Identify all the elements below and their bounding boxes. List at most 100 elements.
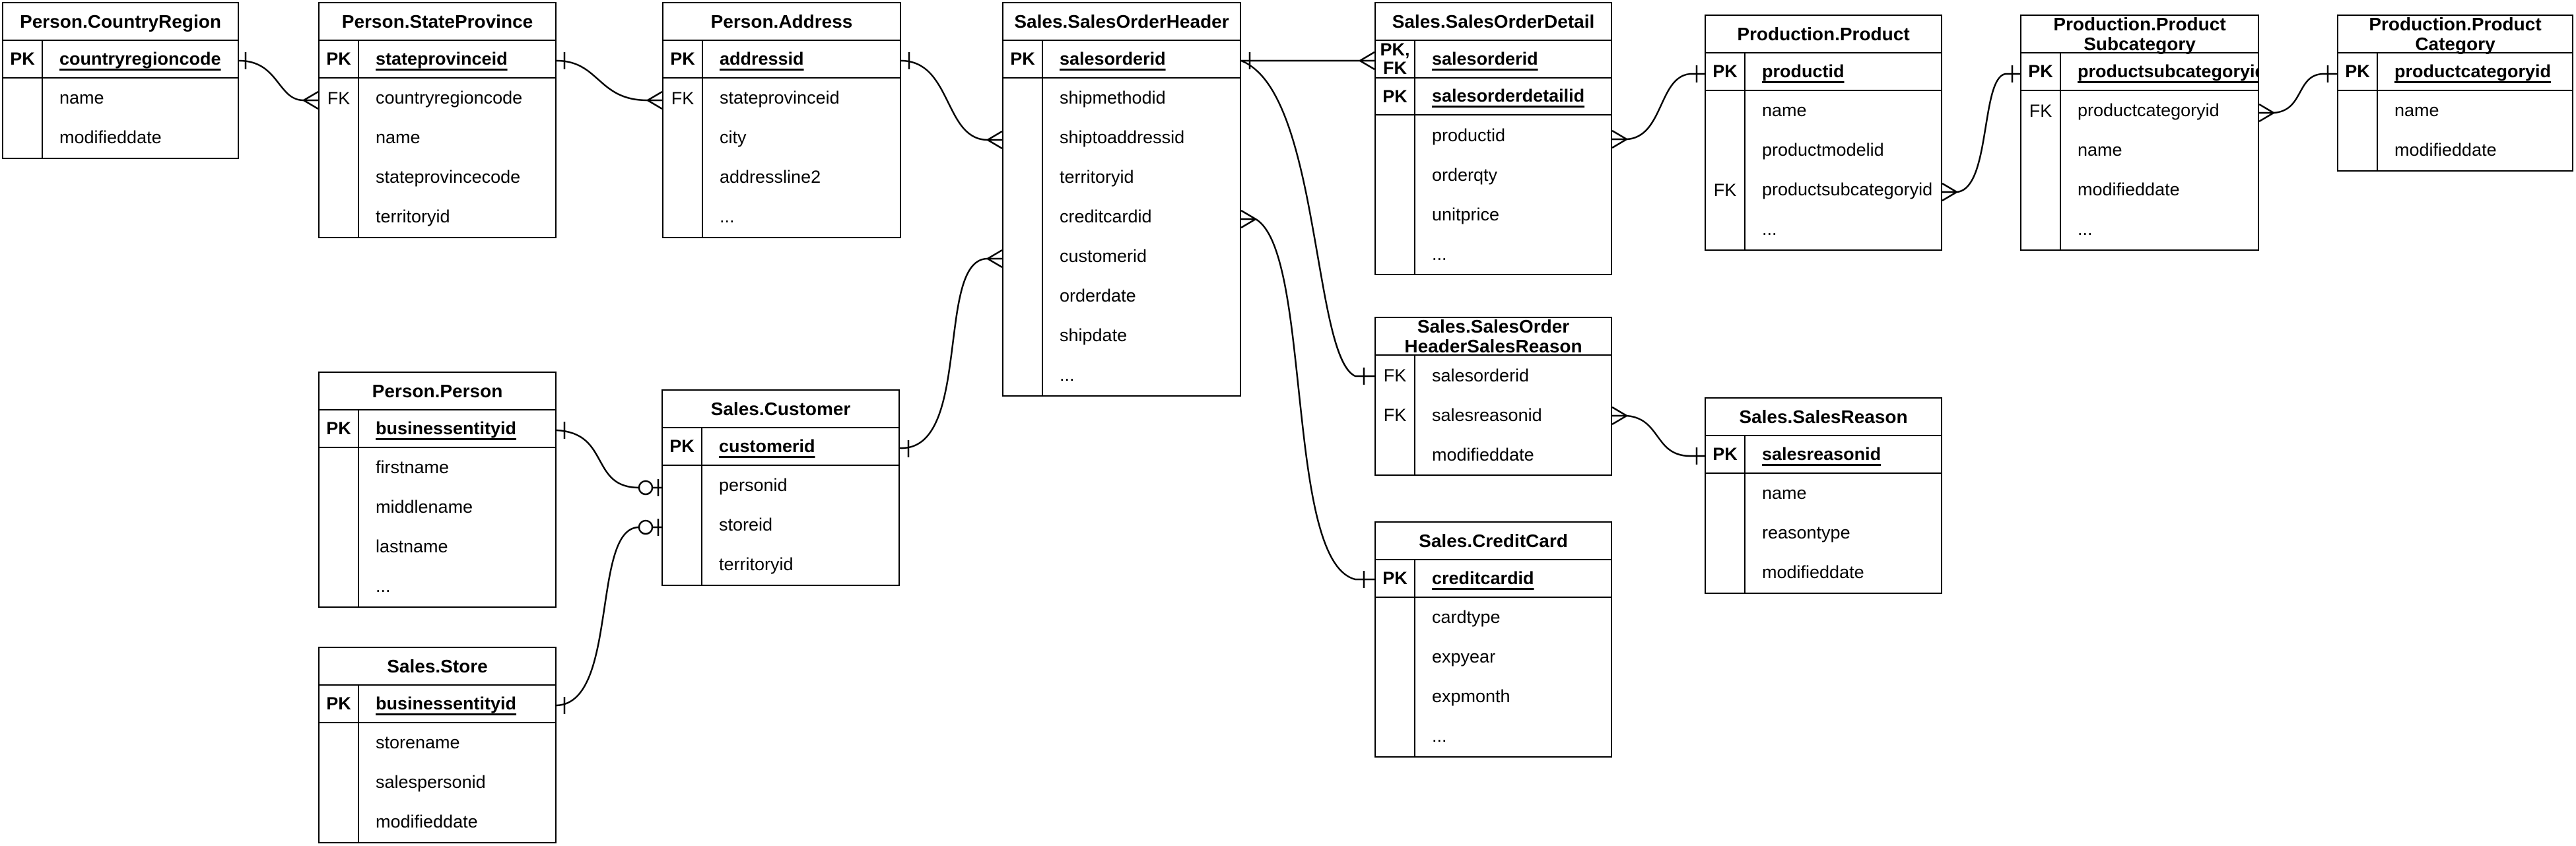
column-name: salesorderid — [1432, 48, 1538, 69]
column-cell: expmonth — [1415, 677, 1611, 717]
key-label — [1376, 597, 1415, 637]
connector-person-customer[interactable] — [556, 429, 662, 489]
column-cell: businessentityid — [359, 686, 555, 722]
column-name: productid — [1762, 61, 1845, 81]
column-cell: modifieddate — [359, 802, 555, 842]
table-title-line: HeaderSalesReason — [1404, 335, 1582, 356]
key-label — [663, 197, 703, 237]
connector-headersalesreason-salesreason[interactable] — [1626, 414, 1705, 457]
column-cell: ... — [1415, 717, 1611, 756]
connector-product-productsubcategory[interactable] — [1956, 73, 2020, 193]
column-name: ... — [2078, 219, 2093, 239]
column-cell: storename — [359, 723, 555, 763]
table-title: Sales.CreditCard — [1376, 523, 1611, 560]
table-row: middlename — [320, 487, 555, 527]
column-name: cardtype — [1432, 607, 1501, 627]
zero-circle-glyph — [638, 519, 654, 535]
crow-foot-glyph — [1359, 51, 1375, 62]
key-label: PK — [663, 41, 703, 77]
connector-salesorderheader-headersalesreason[interactable] — [1240, 59, 1374, 377]
crow-foot-glyph — [2258, 103, 2274, 114]
column-cell: modifieddate — [1415, 435, 1611, 474]
column-name: name — [1762, 483, 1807, 503]
crow-foot-glyph — [1942, 182, 1957, 193]
table-row: expyear — [1376, 637, 1611, 677]
connector-product-salesorderdetail[interactable] — [1626, 73, 1705, 141]
table-row: territoryid — [320, 197, 555, 237]
column-cell: personid — [702, 466, 898, 505]
column-cell: modifieddate — [2378, 131, 2572, 170]
table-row: modifieddate — [1706, 552, 1941, 593]
column-name: productmodelid — [1762, 140, 1884, 160]
key-label-line: PK — [326, 694, 351, 714]
key-label: PK — [663, 428, 702, 465]
key-label — [663, 544, 702, 585]
table-row: modifieddate — [2338, 130, 2572, 170]
column-name: salespersonid — [376, 772, 486, 792]
column-cell: ... — [359, 567, 555, 606]
table-title-line: Sales.SalesOrderDetail — [1392, 11, 1595, 32]
column-cell: name — [43, 79, 238, 118]
column-cell: salespersonid — [359, 763, 555, 802]
key-label — [2338, 130, 2378, 170]
key-label-line: PK — [1712, 61, 1738, 82]
connector-stateprovince-address[interactable] — [556, 59, 648, 102]
column-cell: shipmethodid — [1043, 79, 1240, 118]
column-name: salesreasonid — [1432, 405, 1542, 425]
table-row: stateprovincecode — [320, 157, 555, 197]
column-cell: creditcardid — [1415, 560, 1611, 597]
table-row-pk: PK businessentityid — [320, 686, 555, 723]
table-row: cardtype — [1376, 597, 1611, 637]
column-name: productcategoryid — [2078, 100, 2220, 120]
connector-address-salesorderheader[interactable] — [900, 59, 988, 141]
column-name: storeid — [719, 515, 773, 535]
table-title: Sales.SalesReason — [1706, 399, 1941, 436]
column-cell: creditcardid — [1043, 197, 1240, 237]
column-cell: territoryid — [1043, 158, 1240, 197]
key-label — [320, 157, 359, 197]
column-name: middlename — [376, 497, 473, 517]
connector-store-customer[interactable] — [556, 526, 662, 707]
key-label — [1376, 716, 1415, 756]
key-label — [320, 527, 359, 567]
table-row: lastname — [320, 527, 555, 567]
column-name: name — [59, 88, 104, 108]
connector-productsubcategory-productcategory[interactable] — [2273, 73, 2337, 114]
key-label — [1003, 78, 1043, 118]
key-label-line: FK — [671, 88, 695, 108]
key-label — [2021, 170, 2061, 210]
connector-creditcard-salesorderheader[interactable] — [1255, 218, 1374, 581]
column-cell: productid — [1415, 115, 1611, 155]
connector-customer-salesorderheader[interactable] — [899, 257, 988, 449]
table-title: Person.Address — [663, 3, 900, 41]
key-label-line: FK — [1383, 58, 1407, 79]
column-name: lastname — [376, 537, 448, 556]
column-cell: name — [1746, 474, 1941, 513]
column-cell: ... — [1415, 234, 1611, 274]
connector-countryregion-stateprovince[interactable] — [238, 59, 304, 102]
column-name: addressid — [720, 48, 804, 69]
key-label-line: PK — [10, 49, 35, 69]
column-name: territoryid — [376, 207, 450, 226]
column-cell: addressline2 — [703, 158, 900, 197]
table-row: name — [1706, 473, 1941, 513]
column-cell: shiptoaddressid — [1043, 118, 1240, 158]
